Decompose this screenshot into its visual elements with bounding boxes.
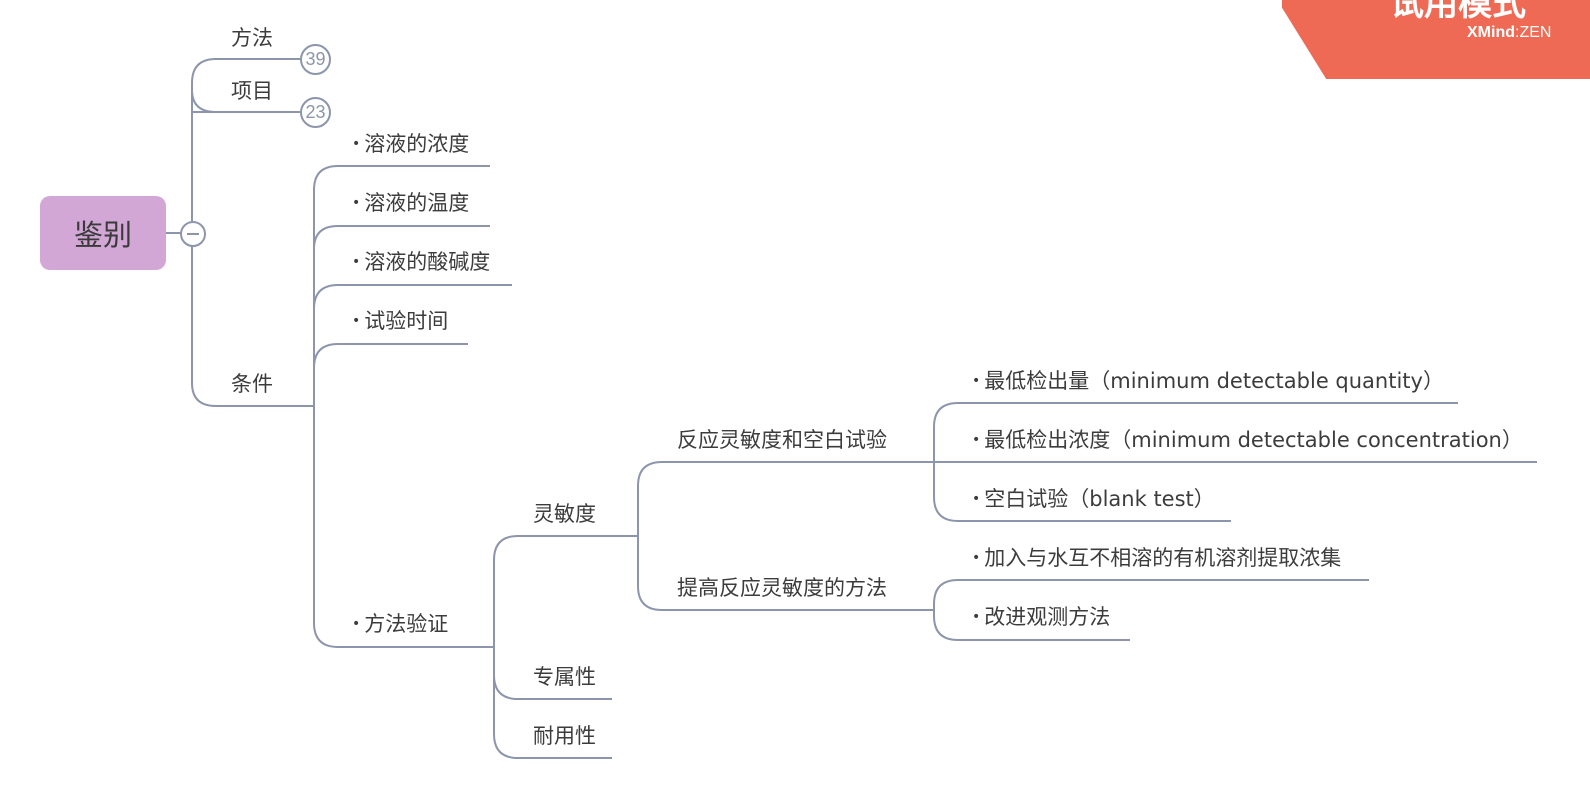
items-count-badge[interactable]: 23	[300, 97, 331, 128]
root-topic[interactable]: 鉴别	[40, 196, 166, 270]
topic-items[interactable]: 项目	[231, 79, 273, 103]
topic-minimum-detectable-concentration[interactable]: 最低检出浓度（minimum detectable concentration）	[972, 428, 1523, 455]
topic-methods[interactable]: 方法	[231, 26, 273, 50]
topic-solution-acidity[interactable]: 溶液的酸碱度	[352, 250, 490, 277]
xmind-edition: ZEN	[1519, 24, 1552, 41]
xmind-brand-name: XMind	[1467, 24, 1515, 41]
topic-solution-temperature[interactable]: 溶液的温度	[352, 191, 469, 218]
topic-specificity[interactable]: 专属性	[533, 665, 596, 689]
trial-mode-title: 试用模式	[1390, 0, 1526, 24]
xmind-brand-logo: XMind:ZEN	[1467, 24, 1552, 41]
trial-mode-watermark: 试用模式 XMind:ZEN	[1282, 0, 1590, 79]
topic-minimum-detectable-quantity[interactable]: 最低检出量（minimum detectable quantity）	[972, 369, 1444, 396]
root-topic-label: 鉴别	[73, 218, 132, 252]
topic-conditions[interactable]: 条件	[231, 372, 273, 396]
topic-solution-concentration[interactable]: 溶液的浓度	[352, 132, 469, 159]
topic-solvent-extraction[interactable]: 加入与水互不相溶的有机溶剂提取浓集	[972, 546, 1341, 573]
topic-reaction-sensitivity[interactable]: 反应灵敏度和空白试验	[677, 428, 887, 452]
topic-sensitivity[interactable]: 灵敏度	[533, 502, 596, 526]
topic-method-validation[interactable]: 方法验证	[352, 612, 448, 639]
topic-improve-observation[interactable]: 改进观测方法	[972, 605, 1110, 632]
topic-robustness[interactable]: 耐用性	[533, 724, 596, 748]
topic-test-time[interactable]: 试验时间	[352, 309, 448, 336]
collapse-toggle-icon[interactable]	[180, 221, 206, 247]
topic-blank-test[interactable]: 空白试验（blank test）	[972, 487, 1215, 514]
methods-count-badge[interactable]: 39	[300, 44, 331, 75]
topic-improve-sensitivity[interactable]: 提高反应灵敏度的方法	[677, 576, 887, 600]
